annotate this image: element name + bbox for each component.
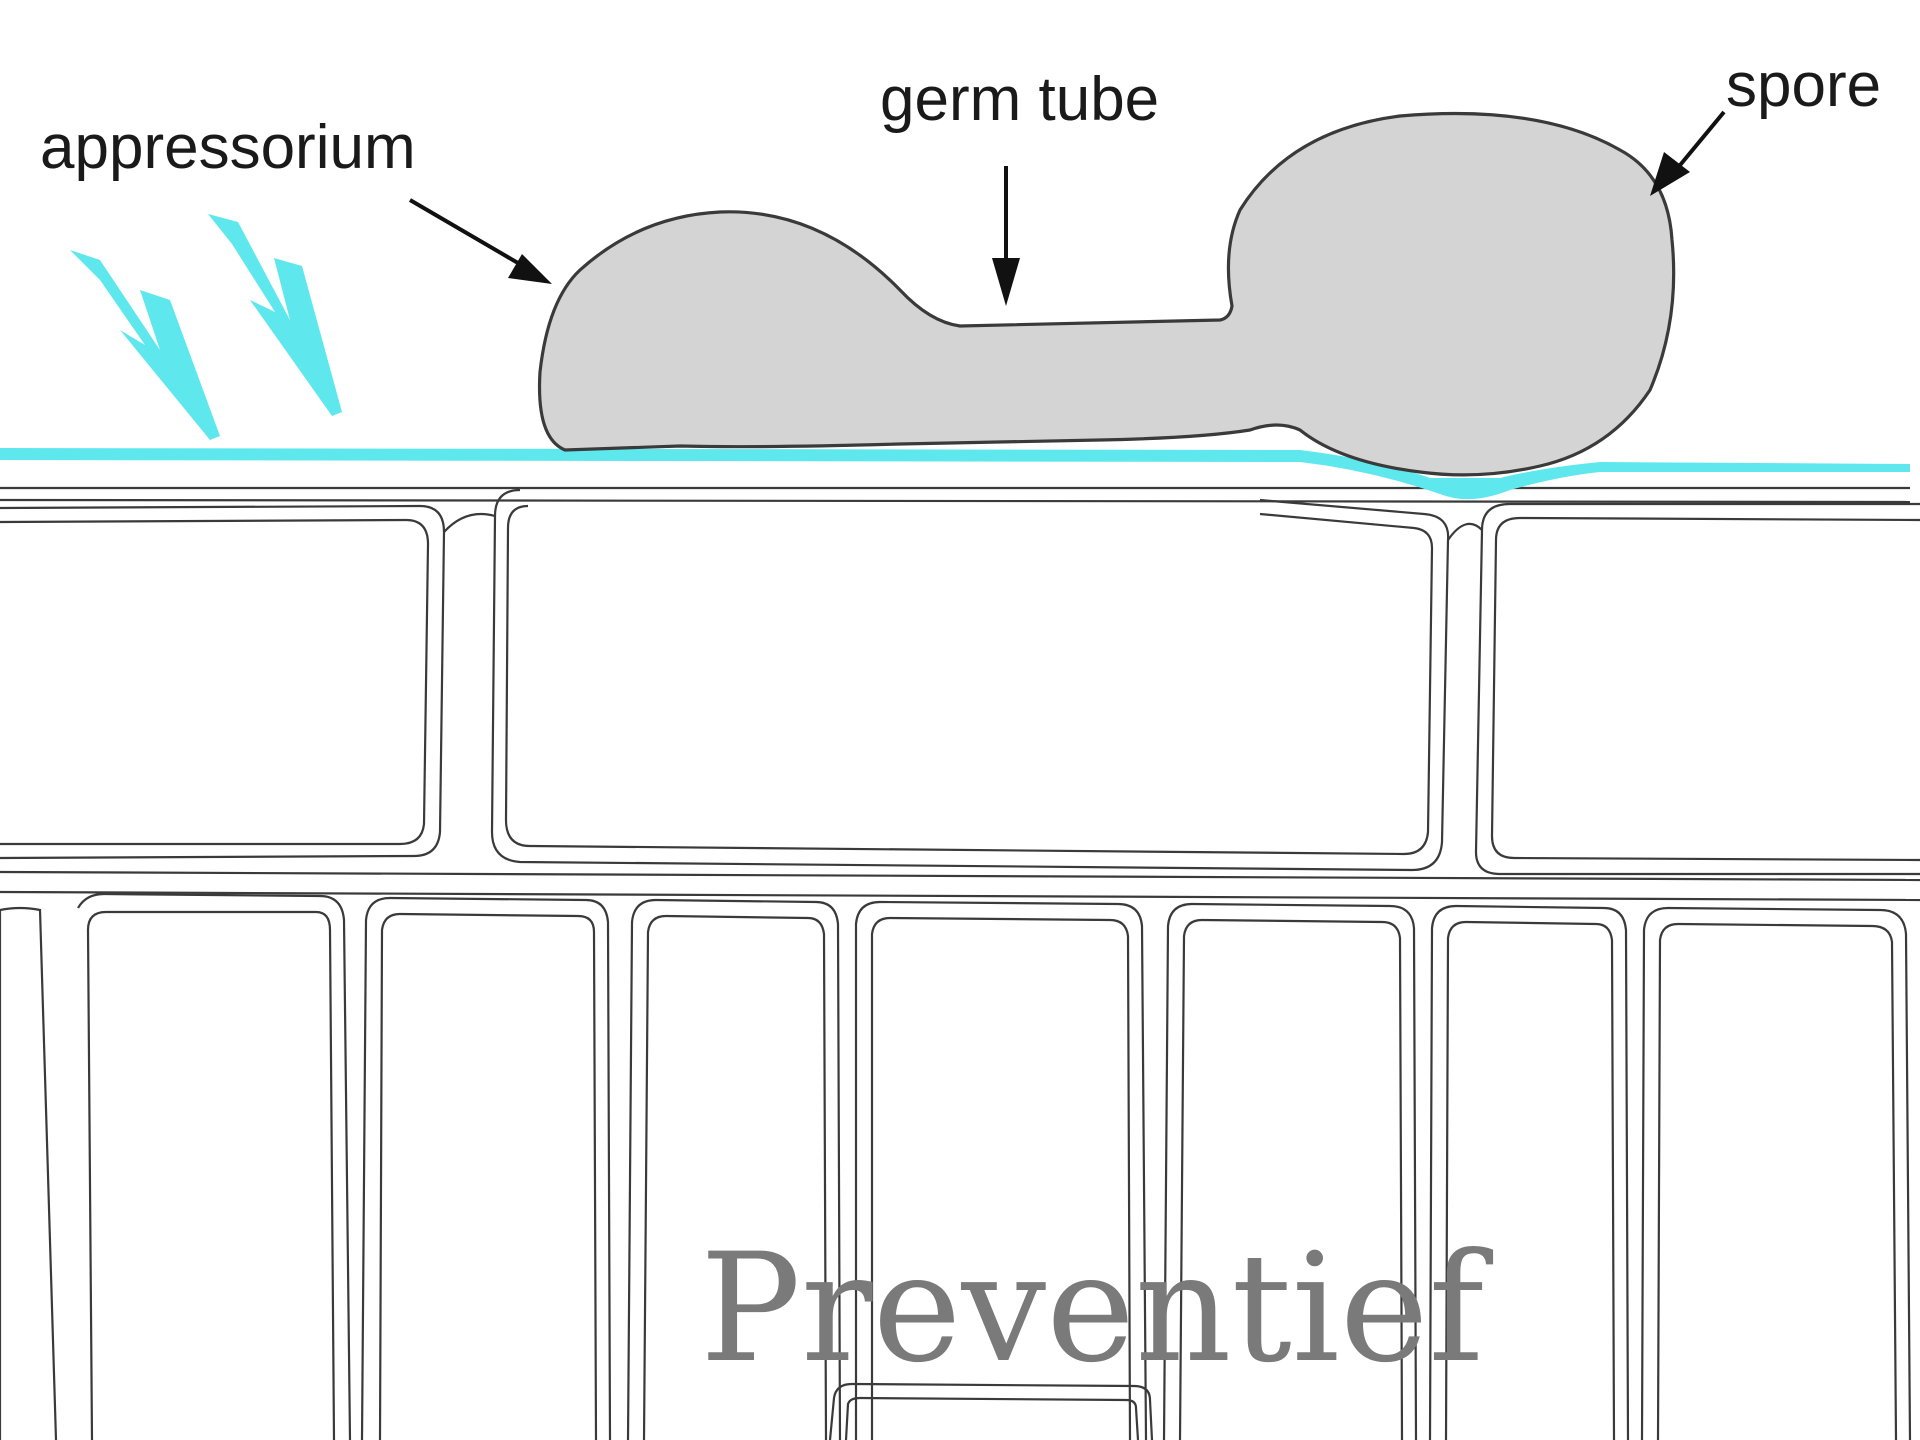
spray-arrow-icon — [208, 214, 342, 416]
film-line — [0, 448, 1910, 499]
caption-text: Preventief — [700, 1222, 1494, 1396]
spray-arrow-icon — [70, 250, 220, 440]
epidermal-cell-left — [0, 506, 444, 858]
spore-pointer — [1676, 112, 1724, 170]
germ-tube-annotation: germ tube — [880, 65, 1159, 306]
mesophyll-cell — [1642, 908, 1910, 1440]
arrow-head-icon — [992, 258, 1020, 306]
epidermis-row — [0, 490, 1920, 874]
epidermal-cell-right — [1476, 504, 1920, 874]
spore-annotation: spore — [1650, 51, 1881, 196]
mesophyll-cell — [78, 894, 350, 1440]
spore-label: spore — [1726, 51, 1881, 120]
appressorium-pointer — [410, 200, 530, 270]
mesophyll-cell — [362, 898, 610, 1440]
germ-tube-label: germ tube — [880, 65, 1159, 134]
arrow-head-icon — [508, 254, 552, 284]
fungus-body — [540, 114, 1674, 475]
appressorium-annotation: appressorium — [40, 113, 552, 284]
appressorium-label: appressorium — [40, 113, 416, 182]
epidermal-cell-center — [492, 490, 1448, 870]
